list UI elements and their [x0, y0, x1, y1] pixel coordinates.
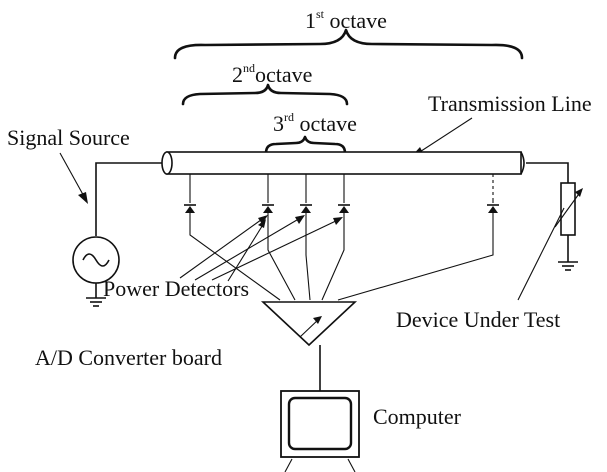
octave1-sup: st — [316, 7, 325, 21]
resistor-icon — [554, 182, 583, 236]
octave2-label: 2ndoctave — [232, 61, 312, 87]
dut-wire — [526, 162, 569, 183]
diode-icon — [184, 204, 499, 213]
source-wire — [95, 162, 162, 236]
signal-source-arrowhead — [78, 192, 88, 204]
detector-taps — [189, 174, 494, 203]
octave3-sup: rd — [284, 110, 294, 124]
octave1-num: 1 — [305, 8, 316, 33]
computer-label: Computer — [373, 404, 462, 429]
octave1-word: octave — [324, 8, 387, 33]
octave2-brace — [181, 83, 349, 106]
power-detectors-arrows — [179, 215, 343, 282]
octave1-label: 1st octave — [305, 7, 387, 33]
monitor-icon — [280, 390, 360, 472]
octave2-word: octave — [255, 62, 312, 87]
dut-ground-icon — [558, 261, 578, 271]
signal-source-pointer — [59, 152, 87, 201]
transmission-line-label: Transmission Line — [428, 91, 592, 116]
power-detectors-label: Power Detectors — [103, 276, 249, 301]
ad-converter-arrowhead — [313, 316, 322, 324]
ground-icon — [86, 297, 106, 307]
signal-source-label: Signal Source — [7, 125, 130, 150]
octave3-label: 3rd octave — [273, 110, 357, 136]
octave2-sup: nd — [243, 61, 255, 75]
octave3-word: octave — [294, 111, 357, 136]
device-under-test-label: Device Under Test — [396, 307, 560, 332]
transmission-line-pointer — [411, 117, 473, 158]
octave1-brace — [173, 28, 524, 60]
octave3-num: 3 — [273, 111, 284, 136]
ad-converter-label: A/D Converter board — [35, 345, 222, 370]
dut-pointer — [517, 207, 565, 301]
octave2-num: 2 — [232, 62, 243, 87]
triangle-amplifier-icon — [260, 301, 358, 347]
detector-leads — [189, 213, 494, 301]
transmission-line — [161, 151, 525, 175]
octave3-brace — [264, 135, 347, 155]
